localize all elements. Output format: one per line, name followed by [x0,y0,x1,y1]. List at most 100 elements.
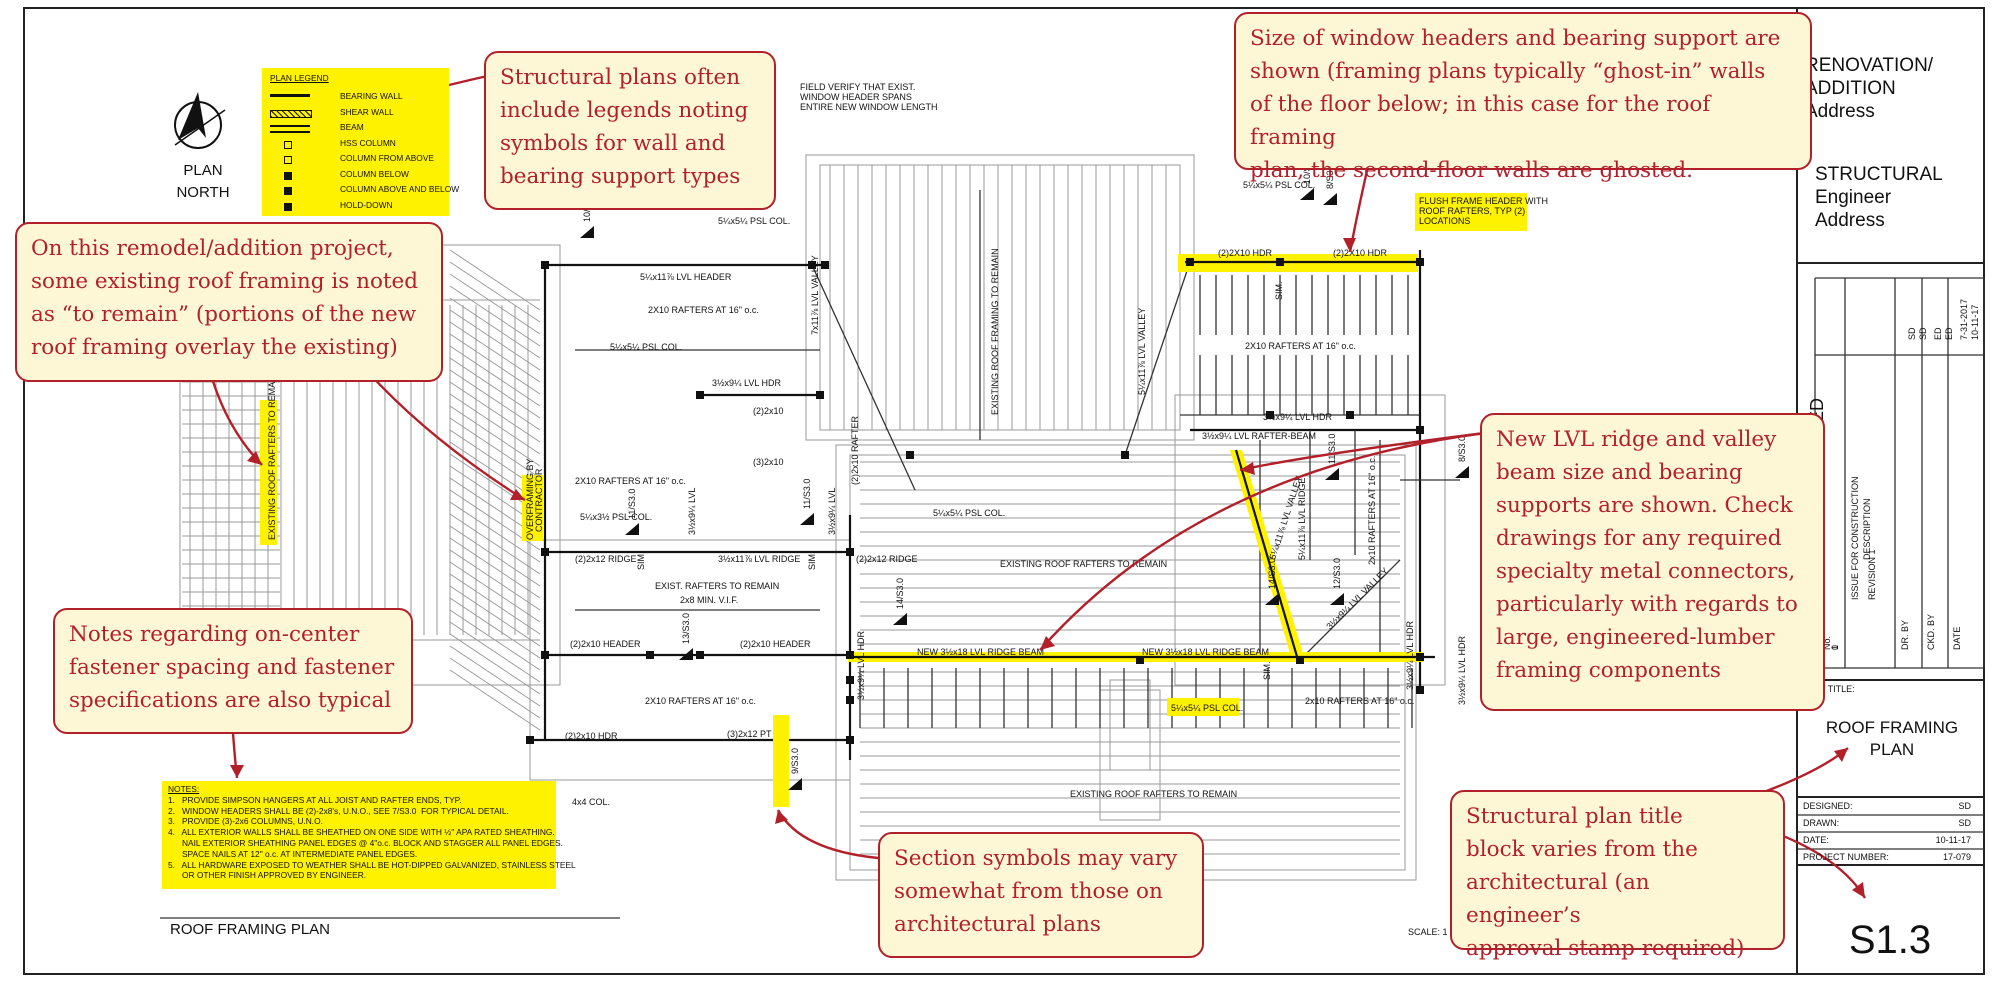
label-existing-remain-v: EXISTING ROOF RAFTERS TO REMAIN [267,373,277,540]
info-value: SD [1958,818,1971,828]
hatch-line [449,381,541,443]
label-rafter-2x10: (2)2x10 RAFTER [850,415,860,485]
info-label: PROJECT NUMBER: [1803,852,1889,862]
table-cell: 0 [1830,645,1840,650]
section-label: 13/S3.0 [681,613,691,644]
general-notes: NOTES: 1. PROVIDE SIMPSON HANGERS AT ALL… [162,781,576,889]
label-existing-rafters-center: EXISTING ROOF RAFTERS TO REMAIN [1000,559,1167,569]
section-arrow-icon [1455,466,1469,478]
section-markers: 10/S3.011/S3.011/S3.014/S3.013/S3.09/S3.… [580,153,1469,790]
table-header: CKD. BY [1926,614,1936,650]
note-line: 4. ALL EXTERIOR WALLS SHALL BE SHEATHED … [168,827,555,838]
field-verify-note-1: FIELD VERIFY THAT EXIST. [800,82,915,92]
label-rafters-e: 2X10 RAFTERS AT 16" o.c. [1245,341,1356,351]
bearing-dot [1276,258,1284,266]
table-cell: REVISION 1 [1867,549,1877,600]
section-arrow-icon [679,648,693,660]
label-new-ridge-1: NEW 3½x18 LVL RIDGE BEAM [917,647,1044,657]
legend-symbol [284,202,292,211]
hatch-line [449,417,541,479]
label-rafter-beam: 3½x9¼ LVL RAFTER-BEAM [1202,431,1316,441]
legend-item-label: BEARING WALL [340,91,403,101]
section-label: 8/S3.0 [1325,163,1335,189]
hatch-line [449,657,541,719]
info-label: DATE: [1803,835,1829,845]
bearing-dot [846,696,854,704]
section-arrow-icon [1323,193,1337,205]
info-label: DESIGNED: [1803,801,1853,811]
legend-symbol [270,109,312,118]
hatch-line [449,393,541,455]
info-value: 10-11-17 [1935,835,1971,845]
label-psl-col-2: 5¼x5¼ PSL COL. [610,342,682,352]
legend-symbol [284,171,292,180]
label-exist-rafters: EXIST. RAFTERS TO REMAIN [655,581,779,591]
sheet-title: ROOF FRAMING PLAN [1825,718,1959,759]
bearing-dot [1346,411,1354,419]
hatch-line [449,357,541,419]
section-label: 11/S3.0 [1327,434,1337,464]
callout-headers: Size of window headers and bearing suppo… [1234,12,1812,183]
bearing-dot [1186,258,1194,266]
hatch-line [449,537,541,599]
label-lvl-ridge-1: 3½x11⅞ LVL RIDGE [718,554,800,564]
legend-symbol [284,156,292,164]
info-row: DESIGNED:SD [1803,801,1979,818]
notes-title: NOTES: [168,784,200,794]
legend-symbol [270,94,310,103]
section-arrow-icon [580,226,594,238]
bearing-dot [816,391,824,399]
bearing-dot [1136,656,1144,664]
section-arrow-icon [893,613,907,625]
bearing-dot [846,736,854,744]
callout-title-block: Structural plan title block varies from … [1450,790,1785,961]
table-cell: 7-31-2017 [1959,299,1969,340]
label-lvl-valley-1: 7x11⅞ LVL VALLEY [810,255,820,335]
legend-item-label: COLUMN FROM ABOVE [340,153,434,163]
legend-item-label: BEAM [340,122,364,132]
bearing-dot [541,548,549,556]
hatch-line [449,513,541,575]
label-ridge-a: (2)2x12 RIDGE [575,554,637,564]
label-header-b: (2)2x10 HEADER [740,639,811,649]
hatch-line [449,321,541,383]
note-line: OR OTHER FINISH APPROVED BY ENGINEER. [168,870,367,881]
legend-item-label: COLUMN BELOW [340,168,409,179]
label-sim-2: SIM. [807,551,817,570]
section-label: 12/S3.0 [1332,558,1342,589]
hatch-line [449,345,541,407]
note-line: 2. WINDOW HEADERS SHALL BE (2)-2x8's, U.… [168,805,509,816]
hatch-line [449,525,541,587]
label-existing-rafters-bottom: EXISTING ROOF RAFTERS TO REMAIN [1070,789,1237,799]
section-arrow-icon [800,513,814,525]
hatch-line [449,333,541,395]
section-label: 11/S3.0 [627,489,637,519]
section-label: 14/S3.0 [1267,558,1277,589]
field-verify-note-2: WINDOW HEADER SPANS [800,92,912,102]
bearing-dot [808,261,816,269]
hatch-line [449,285,541,347]
hatch-line [449,249,541,311]
bearing-points [526,258,1424,744]
bearing-dot [1416,258,1424,266]
label-psl-col-5: 5¼x5¼ PSL COL. [1243,180,1315,190]
label-3x2x10: (3)2x10 [753,457,784,467]
table-header: No. [1822,636,1832,650]
title-block [1796,262,1984,974]
bearing-dot [696,391,704,399]
label-overframing-2: CONTRACTOR [534,468,544,532]
table-header: DR. BY [1900,620,1910,650]
bearing-dot [906,451,914,459]
hatch-line [449,585,541,647]
note-line: 1. PROVIDE SIMPSON HANGERS AT ALL JOIST … [168,794,462,805]
bearing-dot [696,651,704,659]
info-row: PROJECT NUMBER:17-079 [1803,852,1979,869]
scale-label: SCALE: 1 [1408,927,1448,937]
hatch-line [449,309,541,371]
section-arrow-icon [1330,593,1344,605]
hatch-line [449,369,541,431]
section-arrow-icon [1300,188,1314,200]
label-lvl-hdr-2: 3½x9¼ LVL HDR [1263,412,1333,422]
label-min-vif: 2x8 MIN. V.I.F. [680,595,738,605]
